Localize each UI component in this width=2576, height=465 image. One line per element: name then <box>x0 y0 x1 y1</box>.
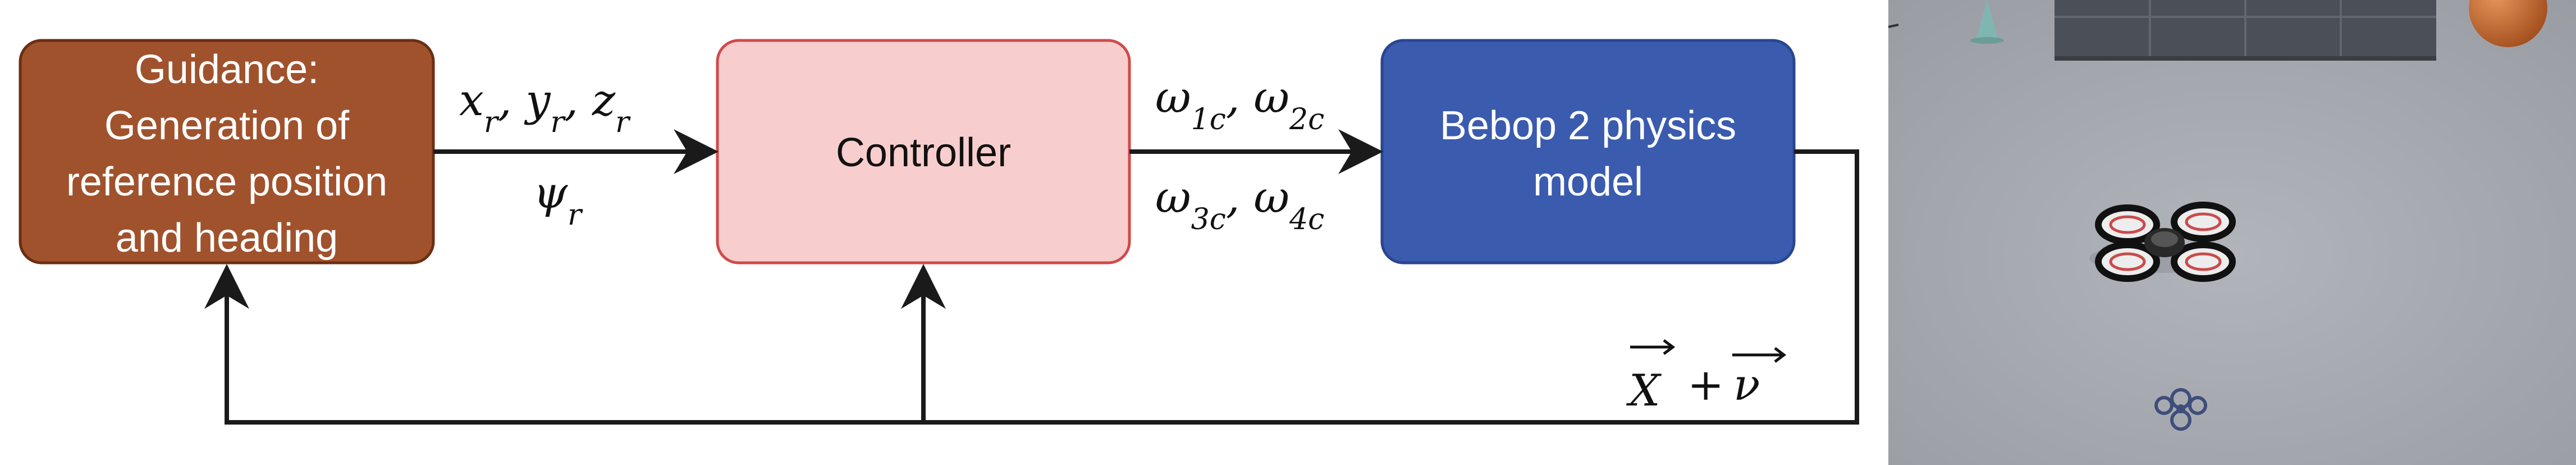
label-motor-commands-3-4: ω3c, ω4c <box>1155 172 1324 236</box>
svg-text:ω1c, ω2c: ω1c, ω2c <box>1155 72 1324 136</box>
svg-text:ω3c, ω4c: ω3c, ω4c <box>1155 172 1324 236</box>
guidance-line-4: and heading <box>116 216 338 261</box>
controller-label: Controller <box>836 130 1011 175</box>
orange-ball <box>2469 0 2547 47</box>
sim-edge-mark <box>1888 24 1899 28</box>
svg-text:X: X <box>1626 366 1662 416</box>
physics-model-block: Bebop 2 physics model <box>1380 39 1796 265</box>
svg-text:+: + <box>1687 360 1724 411</box>
model-line-1: Bebop 2 physics <box>1440 103 1736 148</box>
svg-text:ν: ν <box>1733 360 1760 411</box>
svg-text:xr, yr, zr: xr, yr, zr <box>459 75 631 139</box>
simulation-view <box>1888 0 2576 465</box>
target-marker <box>2154 388 2207 431</box>
guidance-block: Guidance: Generation of reference positi… <box>19 39 435 265</box>
guidance-line-2: Generation of <box>104 103 350 148</box>
guidance-line-1: Guidance: <box>135 47 319 92</box>
svg-text:ψr: ψr <box>533 168 583 232</box>
block-wall <box>2055 0 2436 61</box>
controller-block: Controller <box>716 39 1131 265</box>
label-feedback-state: X + ν <box>1626 339 1787 416</box>
sim-floor <box>1888 0 2576 465</box>
label-reference-position: xr, yr, zr <box>459 75 631 139</box>
guidance-line-3: reference position <box>66 159 387 204</box>
traffic-cone <box>1970 0 2004 44</box>
model-line-2: model <box>1533 159 1643 204</box>
feedback-to-guidance <box>204 149 1859 425</box>
label-motor-commands-1-2: ω1c, ω2c <box>1155 72 1324 136</box>
label-reference-heading: ψr <box>533 168 583 232</box>
drone <box>2089 202 2236 282</box>
